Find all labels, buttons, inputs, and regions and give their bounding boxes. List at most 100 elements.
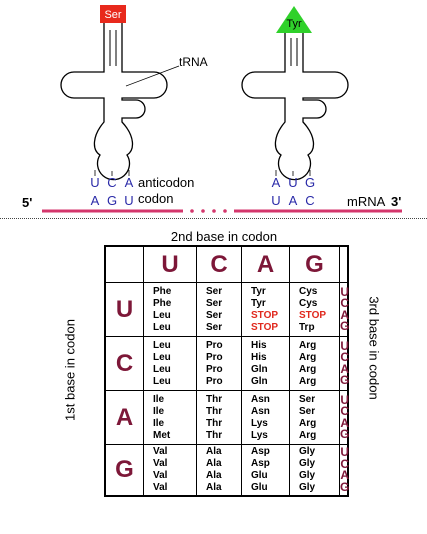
third-base-letter: G [340,479,350,494]
first-base-cell: C [106,337,144,391]
amino-acid-label: Arg [299,417,317,429]
second-base-header: G [290,247,340,283]
trna-label: tRNA [179,55,208,69]
first-base-letter: C [115,349,134,377]
amino-acid-label: Ser [206,285,223,297]
amino-acid-label: Ser [206,309,223,321]
amino-acid-label: Leu [153,351,171,363]
corner-cell-right [340,247,350,283]
ser-label: Ser [104,9,121,21]
amino-acid-label: Gln [251,375,268,387]
first-base-axis-label: 1st base in codon [62,319,78,421]
third-base-letter: A [340,361,349,376]
second-base-letter: C [210,250,228,278]
amino-acid-label: Val [153,446,168,457]
amino-acid-label: Met [153,429,171,441]
amino-acid-label: Arg [299,363,317,375]
second-base-header: U [144,247,197,283]
amino-acid-label: Ser [299,405,316,417]
second-base-header: C [197,247,242,283]
amino-acid-label: Asp [251,446,270,457]
right-codon-base: A [289,193,298,208]
amino-acid-label: Ser [206,321,223,333]
amino-acid-label: Ile [153,405,165,417]
five-prime-label: 5' [22,195,32,210]
amino-acid-label: Gly [299,458,316,469]
third-base-letter: U [340,392,349,407]
ser-amino-acid-box [100,5,126,23]
third-base-letter: C [340,404,349,418]
second-base-heading: 2nd base in codon [170,229,278,244]
first-base-cell: G [106,445,144,495]
third-base-letter: G [340,373,350,387]
third-base-letter: C [340,350,349,364]
amino-acid-label: Ala [206,458,222,469]
left-codon-base: U [124,193,133,208]
stop-codon-label: STOP [251,309,279,321]
amino-acid-label: Gly [299,482,316,493]
amino-acid-label: Gly [299,446,316,457]
amino-acid-label: Leu [153,309,171,321]
first-base-letter: A [115,403,134,431]
trna-pointer-line [125,65,180,87]
third-base-letter: U [340,284,349,299]
amino-acid-label: Glu [251,470,268,481]
amino-acid-label: Pro [206,363,223,375]
first-base-cell: A [106,391,144,445]
amino-acid-label: Ile [153,417,165,429]
amino-acid-label: Lys [251,429,268,441]
amino-acid-label: Arg [299,339,317,351]
amino-acid-label: Thr [206,393,223,405]
amino-acid-label: Leu [153,339,171,351]
amino-acid-label: Asn [251,393,270,405]
section-divider [0,218,427,219]
amino-acid-label: Thr [206,405,223,417]
amino-acid-label: Ala [206,482,222,493]
amino-acid-label: Ile [153,393,165,405]
third-base-axis-label: 3rd base in codon [366,296,382,400]
right-trna [241,32,349,181]
left-base-ticks [94,170,130,176]
third-base-letter: A [340,307,349,322]
amino-acid-label: Val [153,482,168,493]
second-base-letter: A [256,250,275,278]
amino-acid-label: Phe [153,297,172,309]
left-anticodon-base: A [125,175,134,190]
third-base-letter: A [340,468,349,482]
amino-acid-label: Tyr [251,297,266,309]
amino-acid-label: Ser [206,297,223,309]
three-prime-label: 3' [391,194,401,209]
second-base-letter: U [161,250,179,278]
amino-acid-label: His [251,351,267,363]
corner-cell [106,247,144,283]
left-codon-base: G [107,193,117,208]
codon-label: codon [138,191,173,206]
right-anticodon-base: G [305,175,315,190]
third-base-letter: U [340,338,349,353]
amino-acid-label: Arg [299,429,317,441]
right-anticodon-base: U [288,175,297,190]
amino-acid-label: Ser [299,393,316,405]
amino-acid-label: Asn [251,405,270,417]
amino-acid-label: Gly [299,470,316,481]
amino-acid-label: Pro [206,339,223,351]
anticodon-label: anticodon [138,175,194,190]
third-base-letter: G [340,319,350,333]
third-base-letter: C [340,456,349,471]
second-base-letter: G [305,250,324,278]
amino-acid-label: Val [153,458,168,469]
